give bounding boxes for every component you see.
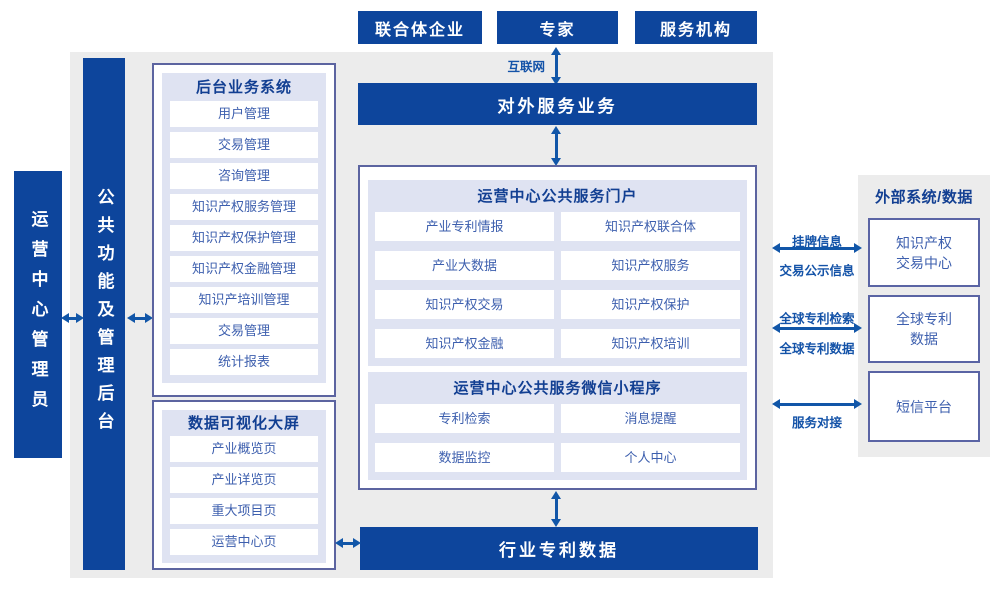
module-item: 交易管理	[170, 132, 318, 158]
backend-system-panel: 后台业务系统 用户管理 交易管理 咨询管理 知识产权服务管理 知识产权保护管理 …	[162, 73, 326, 383]
arrow-admin-backend	[61, 313, 84, 323]
module-item: 产业详览页	[170, 467, 318, 493]
module-item: 统计报表	[170, 349, 318, 375]
miniprogram-title: 运营中心公共服务微信小程序	[453, 380, 662, 397]
actor-consortium-enterprise: 联合体企业	[358, 11, 482, 44]
module-item: 个人中心	[561, 443, 740, 472]
miniprogram-rows: 专利检索 消息提醒 数据监控 个人中心	[368, 404, 747, 480]
data-screen-rows: 产业概览页 产业详览页 重大项目页 运营中心页	[162, 436, 326, 563]
arrow-internet	[551, 47, 561, 85]
module-item: 知识产权保护管理	[170, 225, 318, 251]
external-service-bar: 对外服务业务	[358, 83, 757, 125]
external-system-global-patent-data: 全球专利 数据	[868, 295, 980, 363]
module-item: 产业专利情报	[375, 212, 554, 241]
arrow-service-to-portal	[551, 126, 561, 166]
module-item: 专利检索	[375, 404, 554, 433]
arrow-ip-trade-center	[772, 243, 862, 253]
internet-label: 互联网	[507, 60, 545, 74]
module-item: 知识产权培训	[561, 329, 740, 358]
arrow-screen-to-patent-data	[335, 538, 361, 548]
module-item: 知识产权服务	[561, 251, 740, 280]
module-item: 产业概览页	[170, 436, 318, 462]
data-screen-title: 数据可视化大屏	[187, 415, 300, 432]
miniprogram-panel: 运营中心公共服务微信小程序 专利检索 消息提醒 数据监控 个人中心	[368, 372, 747, 480]
module-item: 知识产权服务管理	[170, 194, 318, 220]
external-system-sms-platform: 短信平台	[868, 371, 980, 442]
external-systems-title: 外部系统/数据	[875, 189, 973, 206]
module-item: 咨询管理	[170, 163, 318, 189]
module-item: 产业大数据	[375, 251, 554, 280]
backend-system-box: 后台业务系统 用户管理 交易管理 咨询管理 知识产权服务管理 知识产权保护管理 …	[152, 63, 336, 397]
trade-publicity-info-label: 交易公示信息	[779, 264, 855, 278]
module-item: 知识产权交易	[375, 290, 554, 319]
module-item: 知识产权金融	[375, 329, 554, 358]
public-backend-bar: 公共功能及管理后台	[83, 58, 125, 570]
portal-box: 运营中心公共服务门户 产业专利情报 知识产权联合体 产业大数据 知识产权服务 知…	[358, 165, 757, 490]
industry-patent-data-bar: 行业专利数据	[360, 527, 758, 570]
listing-info-label: 挂牌信息	[791, 235, 842, 249]
module-item: 重大项目页	[170, 498, 318, 524]
portal-panel: 运营中心公共服务门户 产业专利情报 知识产权联合体 产业大数据 知识产权服务 知…	[368, 180, 747, 366]
global-patent-data-label: 全球专利数据	[779, 342, 855, 356]
module-item: 消息提醒	[561, 404, 740, 433]
arrow-backend-system	[127, 313, 153, 323]
module-item: 知识产权联合体	[561, 212, 740, 241]
data-screen-panel: 数据可视化大屏 产业概览页 产业详览页 重大项目页 运营中心页	[162, 410, 326, 563]
service-dock-label: 服务对接	[791, 416, 842, 430]
module-item: 知识产权金融管理	[170, 256, 318, 282]
arrow-sms-platform	[772, 399, 862, 409]
portal-rows: 产业专利情报 知识产权联合体 产业大数据 知识产权服务 知识产权交易 知识产权保…	[368, 212, 747, 366]
module-item: 数据监控	[375, 443, 554, 472]
module-item: 运营中心页	[170, 529, 318, 555]
actor-expert: 专家	[497, 11, 618, 44]
module-item: 交易管理	[170, 318, 318, 344]
external-system-ip-trade-center: 知识产权 交易中心	[868, 218, 980, 287]
data-screen-box: 数据可视化大屏 产业概览页 产业详览页 重大项目页 运营中心页	[152, 400, 336, 570]
module-item: 用户管理	[170, 101, 318, 127]
portal-title: 运营中心公共服务门户	[477, 188, 638, 205]
actor-service-agency: 服务机构	[635, 11, 757, 44]
arrow-portal-to-patent-data	[551, 491, 561, 527]
module-item: 知识产培训管理	[170, 287, 318, 313]
external-systems-panel: 外部系统/数据 知识产权 交易中心 全球专利 数据 短信平台	[858, 175, 990, 457]
arrow-global-patent-data	[772, 323, 862, 333]
backend-system-title: 后台业务系统	[195, 79, 292, 96]
operation-admin-bar: 运营中心管理员	[14, 171, 62, 458]
module-item: 知识产权保护	[561, 290, 740, 319]
global-patent-search-label: 全球专利检索	[779, 312, 855, 326]
backend-system-rows: 用户管理 交易管理 咨询管理 知识产权服务管理 知识产权保护管理 知识产权金融管…	[162, 101, 326, 383]
